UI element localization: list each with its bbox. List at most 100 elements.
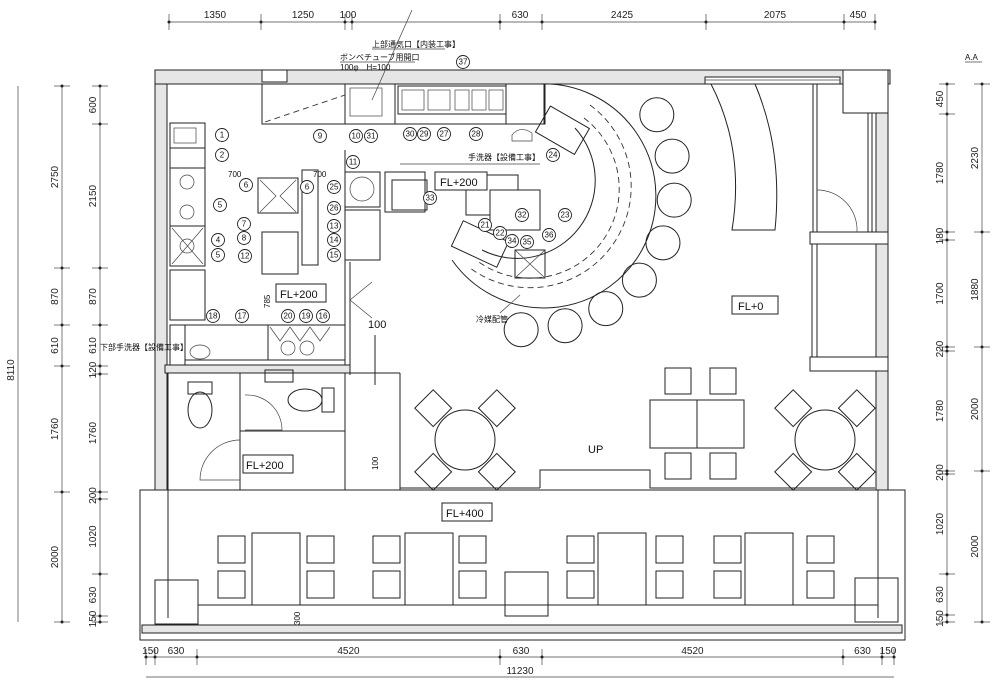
step-height-label-2: 100	[371, 456, 380, 470]
dining-area	[400, 367, 876, 491]
chair	[806, 535, 835, 564]
dimension-label: 630	[168, 646, 185, 657]
chair	[372, 535, 401, 564]
equipment-number: 16	[319, 312, 328, 321]
callout-circle	[237, 217, 251, 231]
chair	[566, 570, 595, 599]
dimension-label: 870	[50, 288, 61, 305]
refrigerant-pipe-note: 冷媒配管	[476, 314, 508, 324]
equipment-number: 5	[216, 251, 221, 260]
equipment-number: 35	[523, 238, 532, 247]
equipment-number: 36	[545, 231, 554, 240]
hand-sink-note: 手洗器【設備工事】	[468, 152, 540, 162]
callout-circle	[364, 129, 378, 143]
dimension-top: 450	[850, 10, 867, 21]
dimension-top: 1250	[292, 10, 315, 21]
dimension-top: 2425	[611, 10, 634, 21]
callout-circle	[349, 129, 363, 143]
callout-circle	[327, 201, 341, 215]
callout-circle	[215, 128, 229, 142]
bar-stool	[503, 312, 539, 348]
terrace-table	[404, 532, 454, 606]
dimension-label: 200	[935, 464, 946, 481]
section-mark: A.A	[965, 53, 979, 62]
bar-stool	[645, 225, 681, 261]
equipment-number: 11	[349, 158, 358, 167]
dimension-label: 200	[88, 487, 99, 504]
chair	[566, 535, 595, 564]
dimension-top: 1350	[204, 10, 227, 21]
dimension-label: 180	[935, 227, 946, 244]
dimension-label: 1020	[88, 525, 99, 548]
callout-circle	[237, 231, 251, 245]
callout-circle	[211, 233, 225, 247]
chair	[806, 570, 835, 599]
equipment-number: 1	[220, 131, 225, 140]
equipment-number: 7	[242, 220, 247, 229]
cylinder-opening-note: ボンベチューブ用開口	[340, 52, 420, 62]
chair	[655, 535, 684, 564]
callout-circle	[456, 55, 470, 69]
terrace	[139, 489, 906, 641]
bar-stool	[654, 138, 690, 174]
callout-circle	[346, 155, 360, 169]
dimension-label: 1700	[935, 282, 946, 305]
equipment-number: 28	[472, 130, 481, 139]
up-label: UP	[588, 444, 603, 456]
terrace-table	[504, 571, 549, 617]
equipment-number: 6	[305, 183, 310, 192]
callout-circle	[313, 129, 327, 143]
dim-700a: 700	[228, 170, 242, 179]
dimension-label: 1780	[935, 161, 946, 184]
dimension-label: 150	[880, 646, 897, 657]
callout-circle	[437, 127, 451, 141]
chair	[713, 535, 742, 564]
callout-circle	[238, 249, 252, 263]
dimension-label: 1780	[935, 399, 946, 422]
dimension-label: 1760	[88, 421, 99, 444]
callout-circle	[469, 127, 483, 141]
equipment-number: 17	[238, 312, 247, 321]
callout-circle	[520, 235, 534, 249]
callout-circle	[417, 127, 431, 141]
dimension-label: 630	[88, 586, 99, 603]
bar-stool	[639, 97, 675, 133]
callout-circle	[542, 228, 556, 242]
dimension-label: 150	[142, 646, 159, 657]
vent-note: 上部通気口【内装工事】	[372, 39, 460, 49]
lower-hand-sink-note: 下部手洗器【設備工事】	[100, 342, 188, 352]
chair	[664, 367, 692, 395]
equipment-number: 20	[284, 312, 293, 321]
equipment-number: 15	[330, 251, 339, 260]
callout-circle	[235, 309, 249, 323]
dimension-label: 450	[935, 90, 946, 107]
dim-700b: 700	[313, 170, 327, 179]
callout-circle	[493, 226, 507, 240]
dim-785: 785	[263, 294, 272, 308]
chair	[709, 452, 737, 480]
terrace-table	[854, 577, 899, 623]
equipment-number: 8	[242, 234, 247, 243]
chair	[477, 389, 516, 428]
toilet-area	[167, 335, 401, 490]
dimension-label: 4520	[681, 646, 704, 657]
callout-circle	[515, 208, 529, 222]
callout-circle	[239, 178, 253, 192]
callout-circle	[423, 191, 437, 205]
dimension-top: 630	[512, 10, 529, 21]
callout-circle	[215, 148, 229, 162]
bar-stool	[621, 262, 657, 298]
bar-stools	[503, 97, 692, 348]
equipment-number: 19	[302, 312, 311, 321]
equipment-number: 24	[549, 151, 558, 160]
floor-level-labels: FL+200 FL+200 FL+200 FL+0 FL+400	[242, 171, 779, 522]
dimension-label: 4520	[337, 646, 360, 657]
equipment-number: 34	[508, 237, 517, 246]
callout-circle	[546, 148, 560, 162]
chair	[774, 452, 813, 491]
floor-level-kitchen-back: FL+200	[280, 289, 318, 301]
dimension-label: 1760	[50, 417, 61, 440]
chair	[306, 535, 335, 564]
equipment-number: 5	[218, 201, 223, 210]
